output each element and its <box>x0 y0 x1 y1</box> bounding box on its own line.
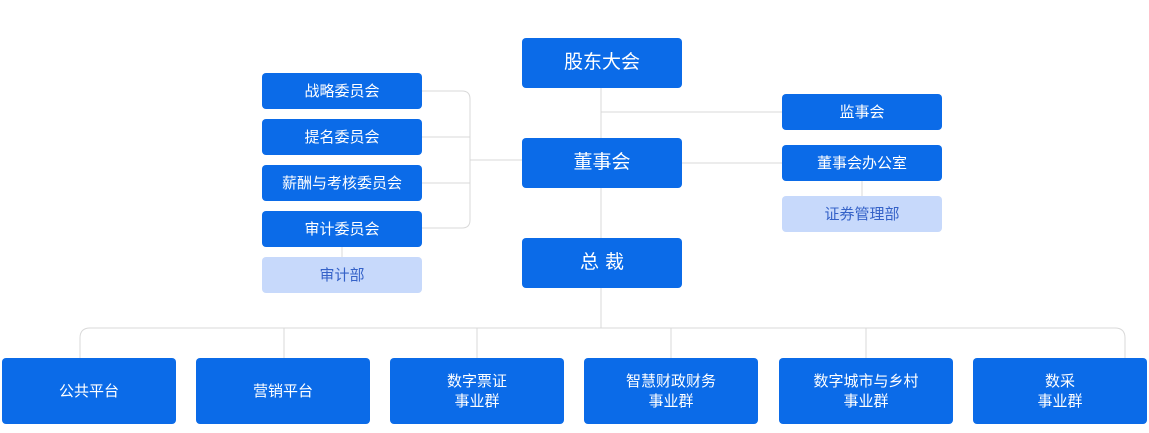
digital-city-rural-group-node: 数字城市与乡村 事业群 <box>779 358 953 424</box>
compensation-committee-node: 薪酬与考核委员会 <box>262 165 422 201</box>
group-label: 营销平台 <box>252 381 313 400</box>
group-label: 数采 事业群 <box>1037 371 1083 410</box>
audit-department-node: 审计部 <box>262 257 422 293</box>
committee-label: 审计委员会 <box>304 219 380 238</box>
group-label: 数字城市与乡村 事业群 <box>813 371 919 410</box>
president-label: 总 裁 <box>579 251 625 274</box>
shareholders-meeting-label: 股东大会 <box>563 51 640 74</box>
public-platform-node: 公共平台 <box>2 358 176 424</box>
board-of-directors-label: 董事会 <box>573 151 631 174</box>
group-label: 公共平台 <box>58 381 119 400</box>
smart-finance-group-node: 智慧财政财务 事业群 <box>584 358 758 424</box>
board-office-node: 董事会办公室 <box>782 145 942 181</box>
strategy-committee-node: 战略委员会 <box>262 73 422 109</box>
committee-label: 提名委员会 <box>304 127 380 146</box>
nomination-committee-node: 提名委员会 <box>262 119 422 155</box>
group-label: 智慧财政财务 事业群 <box>625 371 716 410</box>
committee-label: 薪酬与考核委员会 <box>281 173 402 192</box>
president-node: 总 裁 <box>522 238 682 288</box>
digital-procurement-group-node: 数采 事业群 <box>973 358 1147 424</box>
board-office-label: 董事会办公室 <box>816 153 907 172</box>
board-of-directors-node: 董事会 <box>522 138 682 188</box>
committee-label: 战略委员会 <box>304 81 380 100</box>
marketing-platform-node: 营销平台 <box>196 358 370 424</box>
audit-department-label: 审计部 <box>319 265 365 284</box>
securities-department-label: 证券管理部 <box>824 204 900 223</box>
securities-department-node: 证券管理部 <box>782 196 942 232</box>
supervisory-board-label: 监事会 <box>839 102 885 121</box>
group-label: 数字票证 事业群 <box>446 371 507 410</box>
supervisory-board-node: 监事会 <box>782 94 942 130</box>
audit-committee-node: 审计委员会 <box>262 211 422 247</box>
shareholders-meeting-node: 股东大会 <box>522 38 682 88</box>
digital-ticket-group-node: 数字票证 事业群 <box>390 358 564 424</box>
